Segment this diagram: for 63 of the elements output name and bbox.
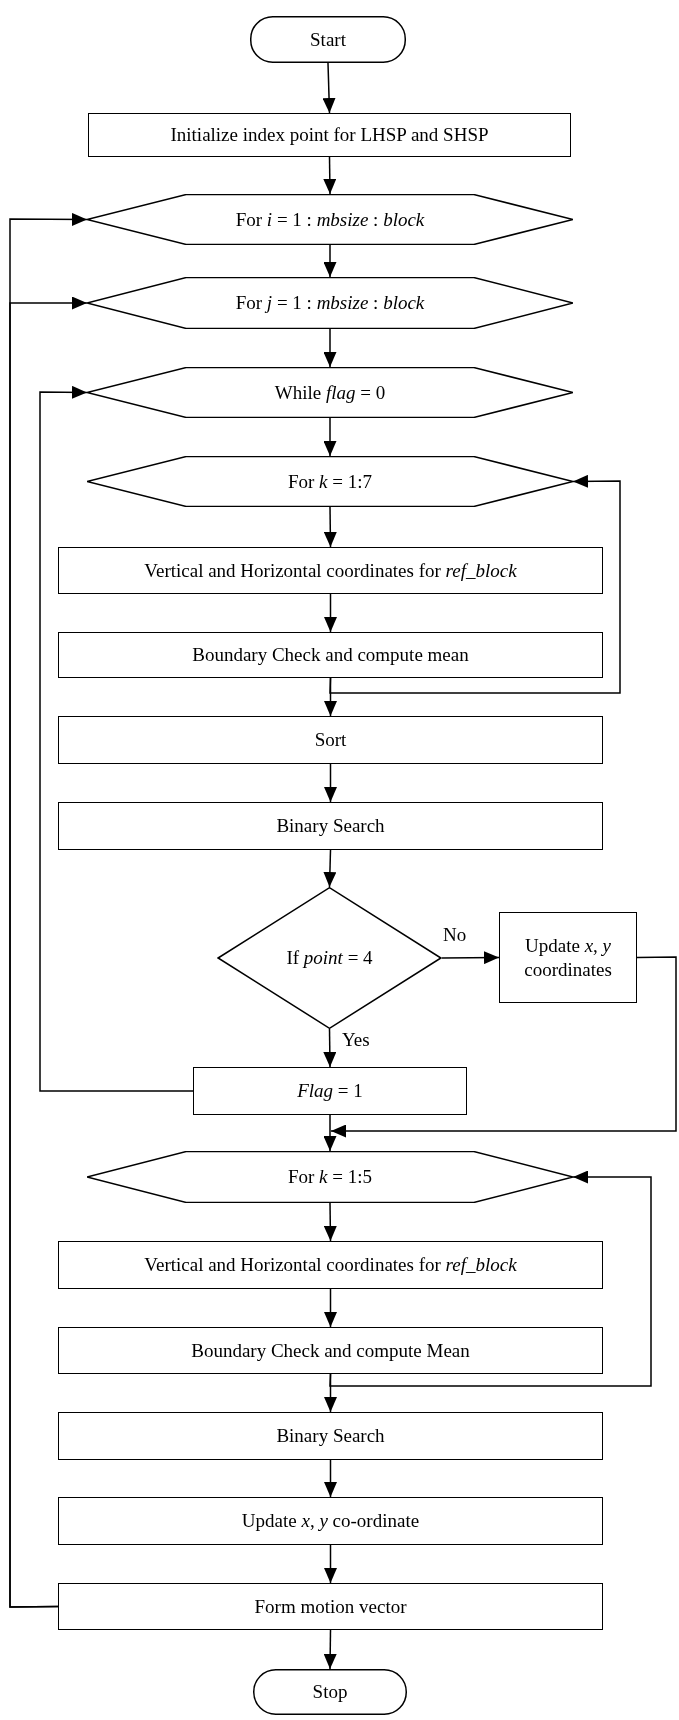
arrow: [323, 1114, 337, 1152]
edge-label: Yes: [342, 1030, 370, 1049]
arrow: [323, 506, 337, 548]
process-box: [58, 716, 603, 764]
loop-hexagon: [87, 367, 573, 418]
arrow: [323, 1629, 337, 1670]
loop-hexagon: [87, 277, 573, 329]
loop-hexagon: [87, 194, 573, 245]
node-label: For j = 1 : mbsize : block: [234, 291, 426, 315]
node-label: Initialize index point for LHSP and SHSP: [169, 123, 490, 147]
node-label: Start: [309, 27, 347, 52]
process-box: [58, 1327, 603, 1374]
terminal-shape: [250, 16, 406, 63]
arrow: [323, 156, 337, 195]
loop-arrow: [330, 956, 677, 1138]
arrow: [324, 1459, 337, 1498]
arrow: [323, 1202, 337, 1242]
loop-arrow: [329, 474, 621, 694]
node-label: Boundary Check and compute mean: [191, 643, 470, 667]
terminal-shape: [253, 1669, 407, 1715]
process-box: [193, 1067, 467, 1115]
node-label: Binary Search: [275, 814, 386, 838]
process-box: [58, 802, 603, 850]
loop-hexagon: [87, 456, 573, 507]
process-box: [58, 547, 603, 594]
arrow: [324, 1544, 337, 1584]
process-box: [58, 1241, 603, 1289]
edge-label: No: [443, 925, 467, 944]
node-label: Sort: [313, 728, 348, 752]
node-label: Stop: [311, 1680, 349, 1704]
node-label: Update x, y coordinates: [523, 933, 613, 982]
arrow: [324, 593, 337, 633]
decision-diamond: [217, 887, 442, 1029]
arrow: [323, 328, 337, 368]
node-label: If point = 4: [285, 946, 374, 970]
node-label: For k = 1:7: [286, 469, 374, 494]
arrow: [323, 849, 337, 888]
process-box: [58, 1583, 603, 1630]
process-box: [88, 113, 571, 157]
node-label: Binary Search: [275, 1424, 386, 1448]
arrow: [323, 417, 337, 457]
node-label: For k = 1:5: [286, 1165, 374, 1189]
arrow: [322, 62, 336, 114]
node-label: Vertical and Horizontal coordinates for ref_block: [143, 558, 518, 583]
arrow: [323, 244, 337, 278]
node-label: Update x, y co-ordinate: [240, 1509, 421, 1533]
arrow: [441, 951, 500, 965]
node-label: For i = 1 : mbsize : block: [234, 207, 426, 232]
loop-hexagon: [87, 1151, 573, 1203]
process-box: [499, 912, 637, 1003]
node-label: Flag = 1: [296, 1079, 364, 1103]
loop-arrow: [329, 1170, 652, 1387]
process-box: [58, 1497, 603, 1545]
loop-arrow: [39, 385, 194, 1092]
node-label: While flag = 0: [273, 380, 387, 405]
arrow: [324, 763, 337, 803]
arrow: [324, 1288, 337, 1328]
process-box: [58, 632, 603, 678]
node-label: Boundary Check and compute Mean: [190, 1338, 471, 1363]
node-label: Vertical and Horizontal coordinates for ref_block: [143, 1253, 518, 1277]
arrow: [323, 1028, 337, 1068]
process-box: [58, 1412, 603, 1460]
node-label: Form motion vector: [253, 1594, 408, 1619]
